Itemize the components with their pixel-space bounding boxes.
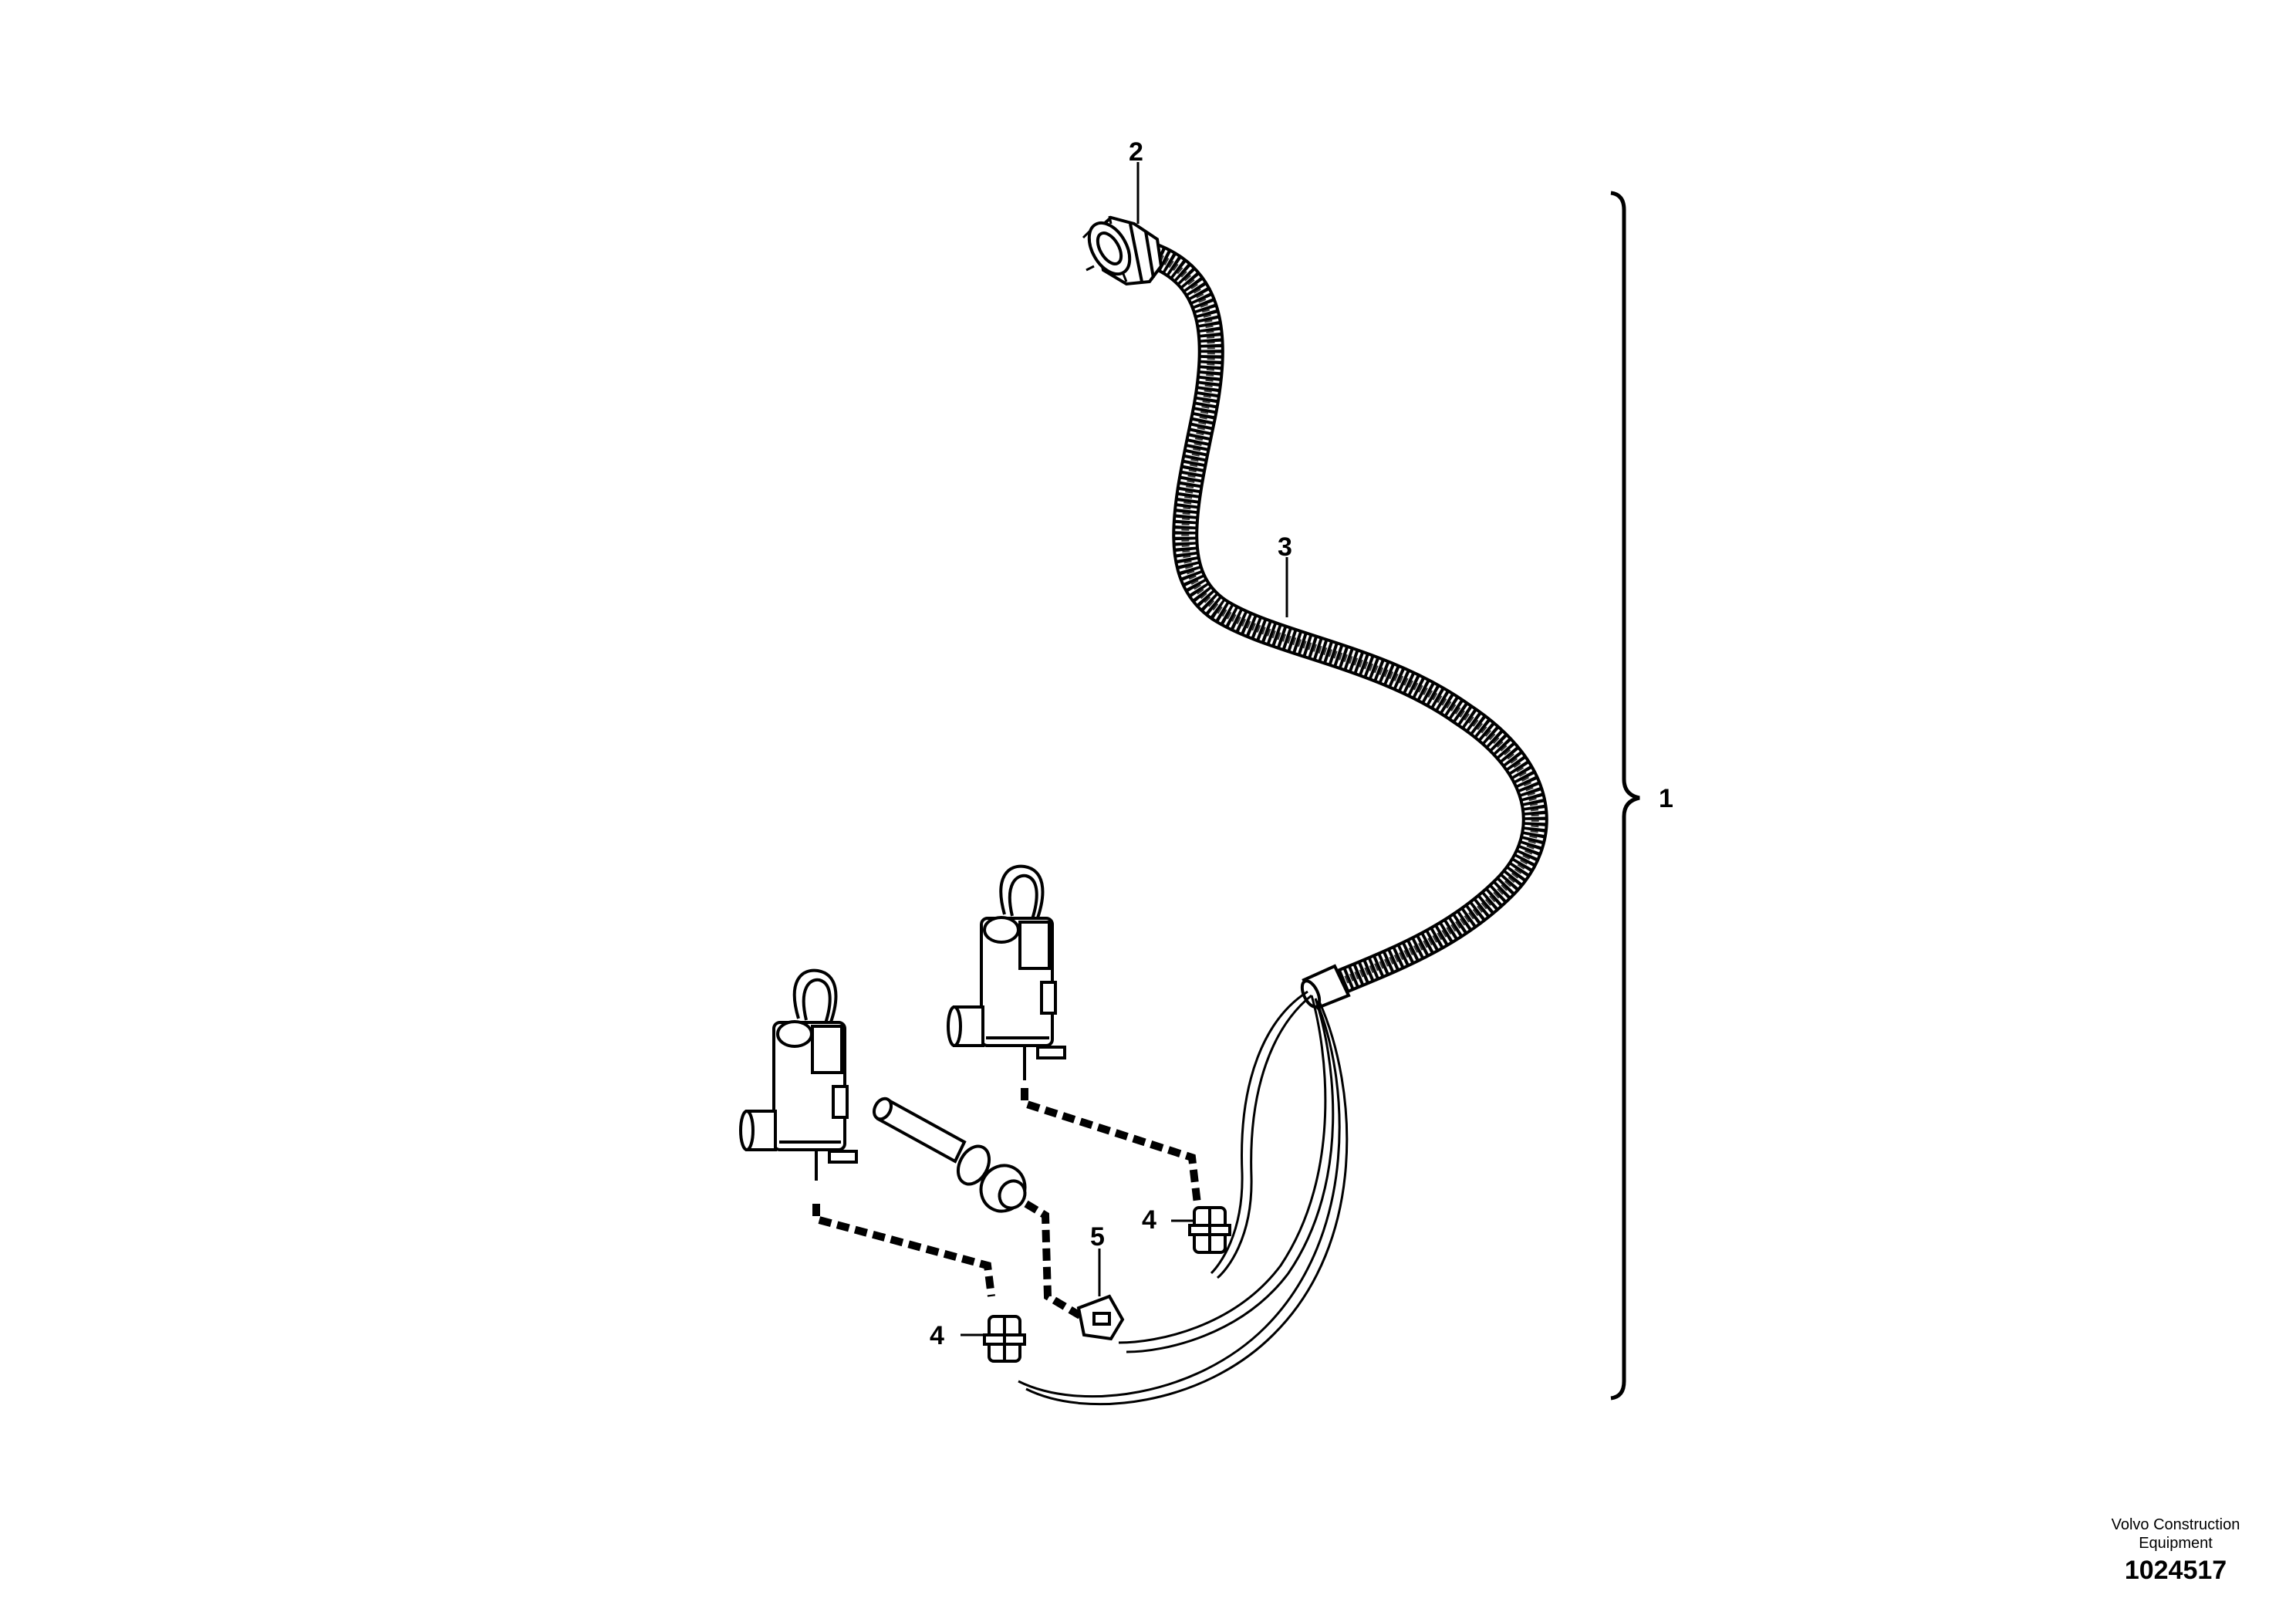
- manufacturer-name-line2: Equipment: [2139, 1535, 2213, 1552]
- connector-4-upper: [1188, 1206, 1231, 1254]
- pressure-sensor: [872, 1097, 1027, 1213]
- left-solenoid-valve: [739, 968, 858, 1181]
- drawing-number: 1024517: [2124, 1556, 2227, 1585]
- assembly-bracket: [1610, 191, 1640, 1401]
- manufacturer-name: Volvo Construction: [2111, 1516, 2240, 1533]
- callout-3: 3: [1278, 532, 1292, 562]
- callout-4-upper: 4: [1142, 1205, 1156, 1235]
- right-solenoid-valve: [947, 864, 1066, 1080]
- corrugated-harness: [1146, 242, 1548, 1000]
- main-round-connector: [1082, 215, 1163, 286]
- callout-1: 1: [1659, 784, 1673, 813]
- harness-split-sleeve: [1300, 964, 1351, 1010]
- branch-wires: [1018, 990, 1349, 1406]
- callout-2: 2: [1129, 137, 1143, 167]
- connector-5: [1076, 1294, 1125, 1341]
- callout-5: 5: [1090, 1222, 1105, 1252]
- dashed-connections: [812, 1088, 1201, 1320]
- leader-lines: [961, 162, 1288, 1336]
- connector-4-lower: [983, 1315, 1026, 1363]
- callout-4-lower: 4: [930, 1321, 944, 1350]
